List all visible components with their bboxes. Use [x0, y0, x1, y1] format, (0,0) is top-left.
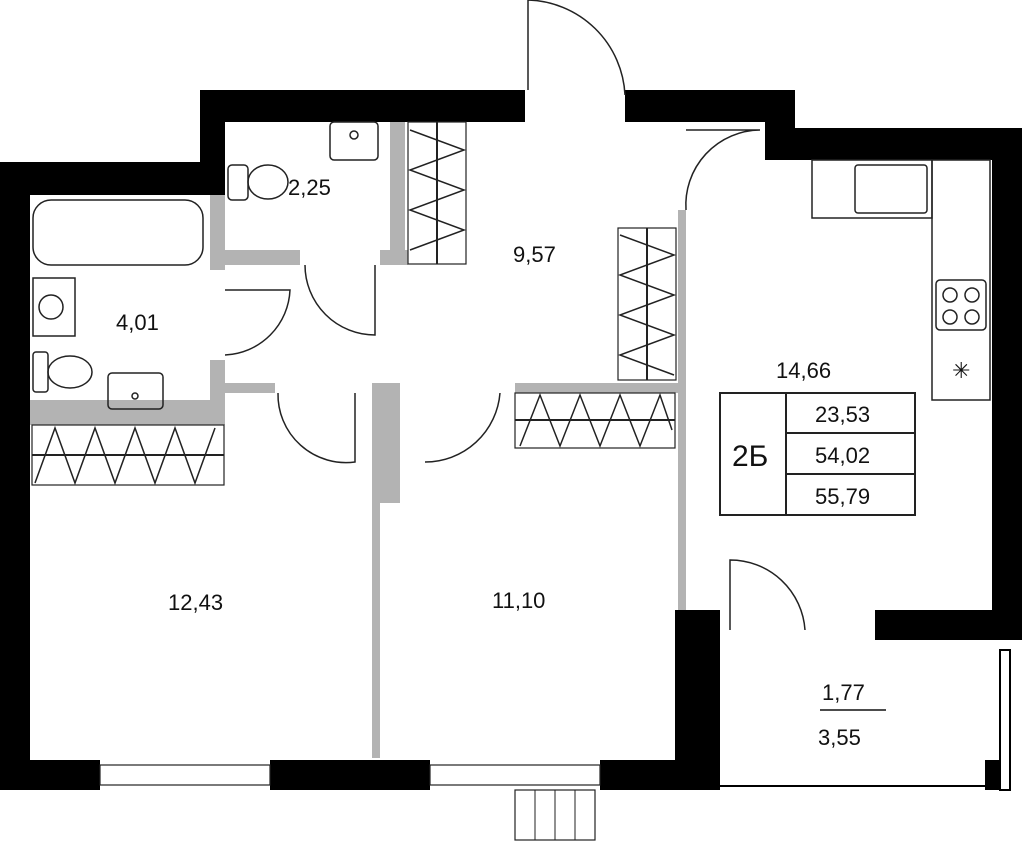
room-area-bedroom: 12,43 — [168, 590, 223, 615]
balcony-area: 1,77 — [822, 680, 865, 705]
partitions — [30, 122, 686, 758]
living-area: 23,53 — [815, 402, 870, 427]
windows — [99, 764, 601, 841]
fridge-icon: ✳ — [952, 358, 970, 383]
balcony-reduced-area: 3,55 — [818, 725, 861, 750]
total-with-balcony: 55,79 — [815, 484, 870, 509]
room-area-bathroom: 4,01 — [116, 310, 159, 335]
room-area-living: 11,10 — [492, 588, 545, 613]
room-area-hall: 9,57 — [513, 242, 556, 267]
room-area-wc: 2,25 — [288, 175, 331, 200]
room-area-kitchen: 14,66 — [776, 358, 831, 383]
total-area: 54,02 — [815, 443, 870, 468]
apartment-type: 2Б — [732, 440, 768, 473]
wardrobes — [31, 121, 677, 486]
fixtures: ✳ — [32, 121, 991, 410]
outer-walls — [0, 90, 1022, 791]
room-labels: 2,25 9,57 4,01 14,66 12,43 11,10 1,77 3,… — [116, 175, 886, 750]
area-summary-table: 2Б 23,53 54,02 55,79 — [719, 392, 916, 516]
doors — [224, 0, 806, 631]
